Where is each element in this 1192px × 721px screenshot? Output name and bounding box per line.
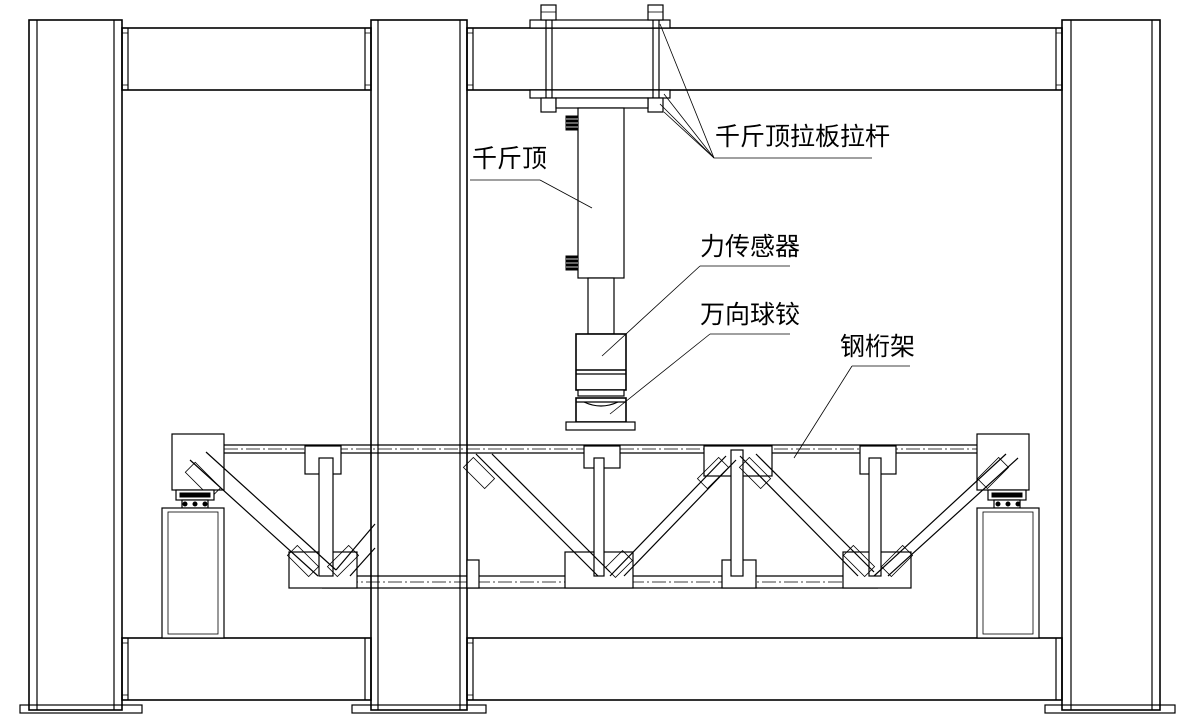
right-column bbox=[1044, 19, 1176, 714]
bottom-beam-left bbox=[121, 637, 372, 701]
leader-lines bbox=[470, 23, 910, 459]
middle-column bbox=[351, 19, 487, 714]
universal-joint-label: 万向球铰 bbox=[700, 300, 801, 329]
jack-cylinder bbox=[565, 107, 625, 335]
steel-truss bbox=[171, 433, 1030, 589]
force-sensor-label: 力传感器 bbox=[700, 232, 801, 261]
jack-top-plate bbox=[529, 4, 671, 113]
force-sensor bbox=[575, 333, 627, 391]
steel-truss-label: 钢桁架 bbox=[840, 332, 916, 361]
left-column bbox=[19, 19, 143, 714]
left-support bbox=[161, 489, 225, 639]
jack-label: 千斤顶 bbox=[472, 144, 548, 173]
top-beam-right bbox=[466, 27, 1063, 91]
jack-tie-rod-label: 千斤顶拉板拉杆 bbox=[715, 122, 891, 151]
truss-diagonals bbox=[184, 451, 1019, 579]
universal-joint bbox=[565, 389, 636, 431]
right-support bbox=[976, 489, 1040, 639]
bottom-beam-right bbox=[466, 637, 1063, 701]
reaction-frame bbox=[19, 19, 1176, 714]
top-beam-left bbox=[121, 27, 372, 91]
